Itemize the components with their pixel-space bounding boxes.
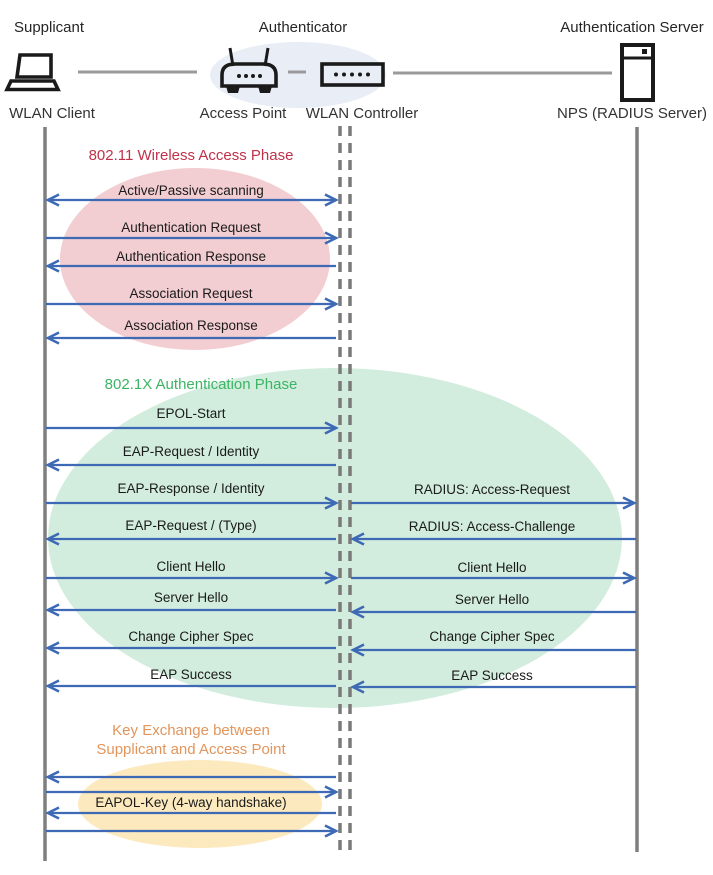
- laptop-icon: [4, 53, 61, 92]
- arrowhead-right-icon: [324, 193, 339, 207]
- arrowhead-right-icon: [324, 824, 339, 838]
- arrowhead-left-icon: [45, 532, 60, 546]
- arrowhead-left-icon: [350, 643, 365, 657]
- arrowhead-right-icon: [622, 496, 637, 510]
- arrowhead-right-icon: [622, 571, 637, 585]
- access-point-icon: [220, 47, 278, 93]
- arrowhead-left-icon: [45, 193, 60, 207]
- arrowhead-left-icon: [350, 680, 365, 694]
- arrowhead-left-icon: [350, 605, 365, 619]
- arrowhead-left-icon: [45, 259, 60, 273]
- arrowhead-left-icon: [45, 603, 60, 617]
- key-exchange-phase-ellipse: [78, 760, 322, 848]
- arrowhead-right-icon: [324, 496, 339, 510]
- arrowhead-right-icon: [324, 571, 339, 585]
- arrowhead-left-icon: [45, 806, 60, 820]
- authenticator-group-ellipse: [210, 42, 386, 108]
- arrowhead-left-icon: [45, 331, 60, 345]
- arrowhead-right-icon: [324, 785, 339, 799]
- wireless-access-phase-ellipse: [60, 168, 330, 350]
- server-icon: [620, 43, 655, 102]
- wlan-controller-icon: [320, 62, 385, 87]
- arrowhead-right-icon: [324, 421, 339, 435]
- arrowhead-right-icon: [324, 297, 339, 311]
- arrowhead-left-icon: [45, 458, 60, 472]
- arrowhead-left-icon: [45, 679, 60, 693]
- arrowhead-left-icon: [45, 641, 60, 655]
- arrowhead-right-icon: [324, 231, 339, 245]
- arrowhead-left-icon: [350, 532, 365, 546]
- arrowhead-left-icon: [45, 770, 60, 784]
